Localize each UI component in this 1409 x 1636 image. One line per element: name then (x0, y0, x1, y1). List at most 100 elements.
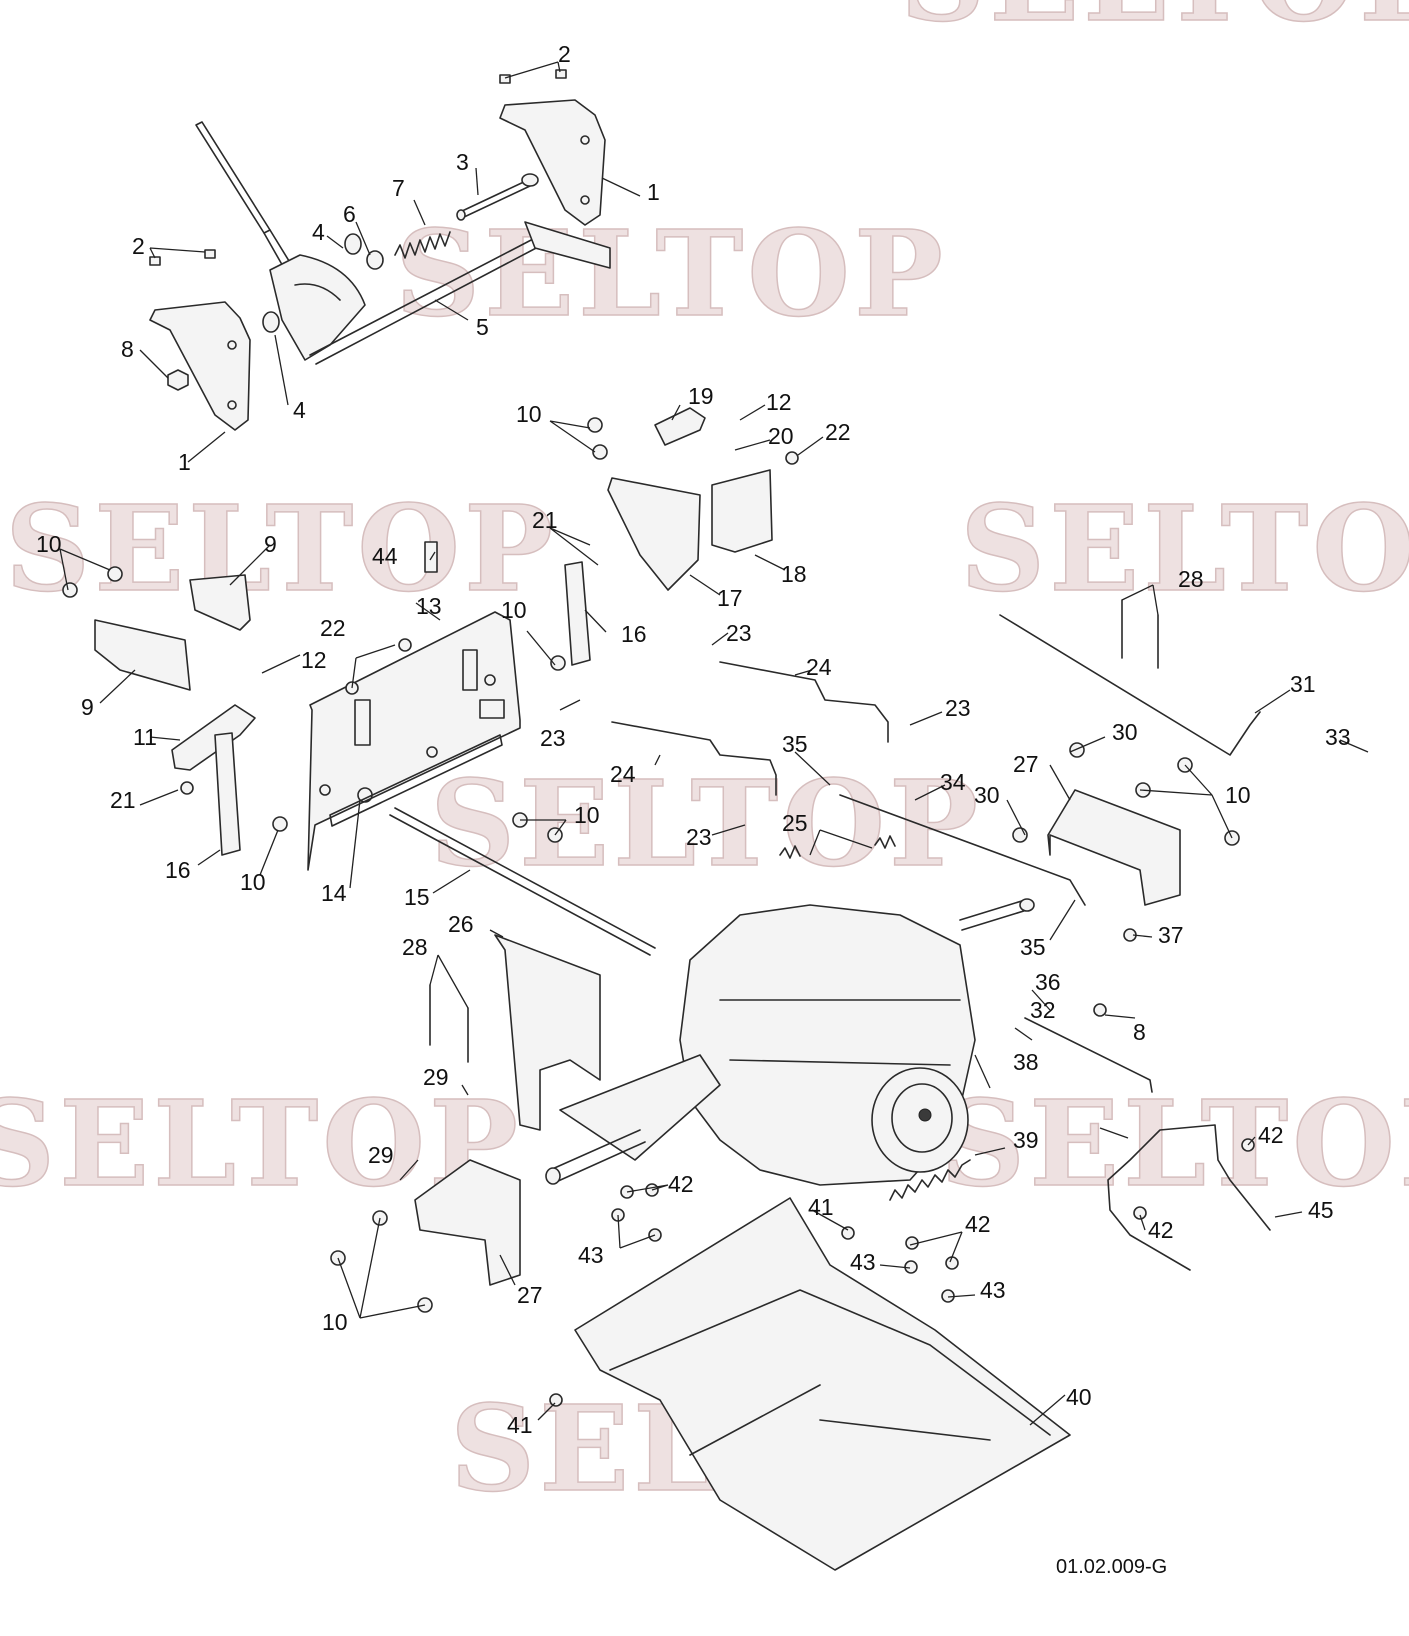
arm-11 (171, 704, 256, 771)
callout-21b: 21 (110, 787, 136, 813)
rod-32 (1024, 1017, 1153, 1093)
callout-23c: 23 (945, 695, 971, 721)
callout-22b: 22 (320, 615, 346, 641)
callout-14: 14 (321, 880, 347, 906)
callout-4b: 4 (293, 397, 306, 423)
callout-25: 25 (782, 810, 808, 836)
callout-35a: 35 (782, 731, 808, 757)
callout-27b: 27 (517, 1282, 543, 1308)
callout-41b: 41 (507, 1412, 533, 1438)
callout-8b: 8 (1133, 1019, 1146, 1045)
callout-35b: 35 (1020, 934, 1046, 960)
watermark-lower-right: SELTOP (940, 1074, 1409, 1213)
bracket-19 (654, 407, 706, 446)
spring-25 (779, 835, 896, 859)
bolts-28-left (429, 984, 469, 1063)
callout-5: 5 (476, 314, 489, 340)
callout-28b: 28 (402, 934, 428, 960)
pan-40-inner (609, 1289, 1051, 1456)
rod-31 (999, 614, 1261, 756)
callout-31: 31 (1290, 671, 1316, 697)
callout-34: 34 (940, 769, 966, 795)
callout-45: 45 (1308, 1197, 1334, 1223)
callout-41a: 41 (808, 1194, 834, 1220)
strap-16-right (564, 561, 591, 666)
callout-22a: 22 (825, 419, 851, 445)
callout-23b: 23 (540, 725, 566, 751)
callout-labels: 1 1 2 2 3 4 4 5 6 7 8 8 9 9 10 10 10 10 … (36, 41, 1351, 1578)
callout-10b: 10 (516, 401, 542, 427)
callout-32: 32 (1030, 997, 1056, 1023)
callout-42a: 42 (668, 1171, 694, 1197)
callout-26: 26 (448, 911, 474, 937)
callout-29a: 29 (423, 1064, 449, 1090)
callout-10a: 10 (36, 531, 62, 557)
callout-39: 39 (1013, 1127, 1039, 1153)
callout-43b: 43 (850, 1249, 876, 1275)
watermark-left: SELTOP (5, 479, 557, 618)
callout-28a: 28 (1178, 566, 1204, 592)
callout-1a: 1 (647, 179, 660, 205)
callout-36: 36 (1035, 969, 1061, 995)
callout-43a: 43 (578, 1242, 604, 1268)
callout-6: 6 (343, 201, 356, 227)
lever-assembly (149, 69, 611, 431)
bracket-26 (494, 934, 601, 1131)
callout-38: 38 (1013, 1049, 1039, 1075)
callout-10g: 10 (322, 1309, 348, 1335)
callout-19: 19 (688, 383, 714, 409)
callout-15: 15 (404, 884, 430, 910)
callout-11: 11 (133, 724, 157, 750)
bracket-18 (711, 469, 773, 553)
bracket-27-right (1047, 789, 1181, 906)
spring-39 (889, 1159, 971, 1201)
plate-17 (607, 477, 701, 591)
callout-16a: 16 (621, 621, 647, 647)
leader-lines (59, 61, 1369, 1426)
spring-7 (394, 231, 451, 259)
callout-33: 33 (1325, 724, 1351, 750)
callout-40: 40 (1066, 1384, 1092, 1410)
callout-10f: 10 (1225, 782, 1251, 808)
callout-10c: 10 (501, 597, 527, 623)
callout-27a: 27 (1013, 751, 1039, 777)
callout-21a: 21 (532, 507, 558, 533)
callout-23d: 23 (686, 824, 712, 850)
callout-13: 13 (416, 593, 442, 619)
brackets-9 (94, 574, 251, 691)
callout-24b: 24 (610, 761, 636, 787)
callout-9b: 9 (81, 694, 94, 720)
callout-9a: 9 (264, 531, 277, 557)
callout-10d: 10 (240, 869, 266, 895)
callout-10e: 10 (574, 802, 600, 828)
callout-23a: 23 (726, 620, 752, 646)
callout-30a: 30 (1112, 719, 1138, 745)
callout-7: 7 (392, 175, 405, 201)
rod-45 (1107, 1124, 1271, 1271)
callout-12a: 12 (766, 389, 792, 415)
mounting-plate (307, 611, 521, 871)
bracket-27-left (414, 1159, 521, 1286)
callout-30b: 30 (974, 782, 1000, 808)
rod-24-lower (611, 721, 777, 796)
watermark-top: SELTOP (900, 0, 1409, 48)
shaft-15 (389, 807, 656, 956)
callout-2b: 2 (132, 233, 145, 259)
callout-16b: 16 (165, 857, 191, 883)
callout-8a: 8 (121, 336, 134, 362)
callout-4a: 4 (312, 219, 325, 245)
callout-17: 17 (717, 585, 743, 611)
callout-44: 44 (372, 543, 398, 569)
drawing-code: 01.02.009-G (1056, 1556, 1167, 1578)
callout-42b: 42 (965, 1211, 991, 1237)
callout-43c: 43 (980, 1277, 1006, 1303)
callout-37: 37 (1158, 922, 1184, 948)
callout-42d: 42 (1148, 1217, 1174, 1243)
callout-12b: 12 (301, 647, 327, 673)
callout-29b: 29 (368, 1142, 394, 1168)
rod-24-upper (719, 661, 889, 743)
callout-18: 18 (781, 561, 807, 587)
rod-34 (839, 794, 1086, 906)
callout-20: 20 (768, 423, 794, 449)
